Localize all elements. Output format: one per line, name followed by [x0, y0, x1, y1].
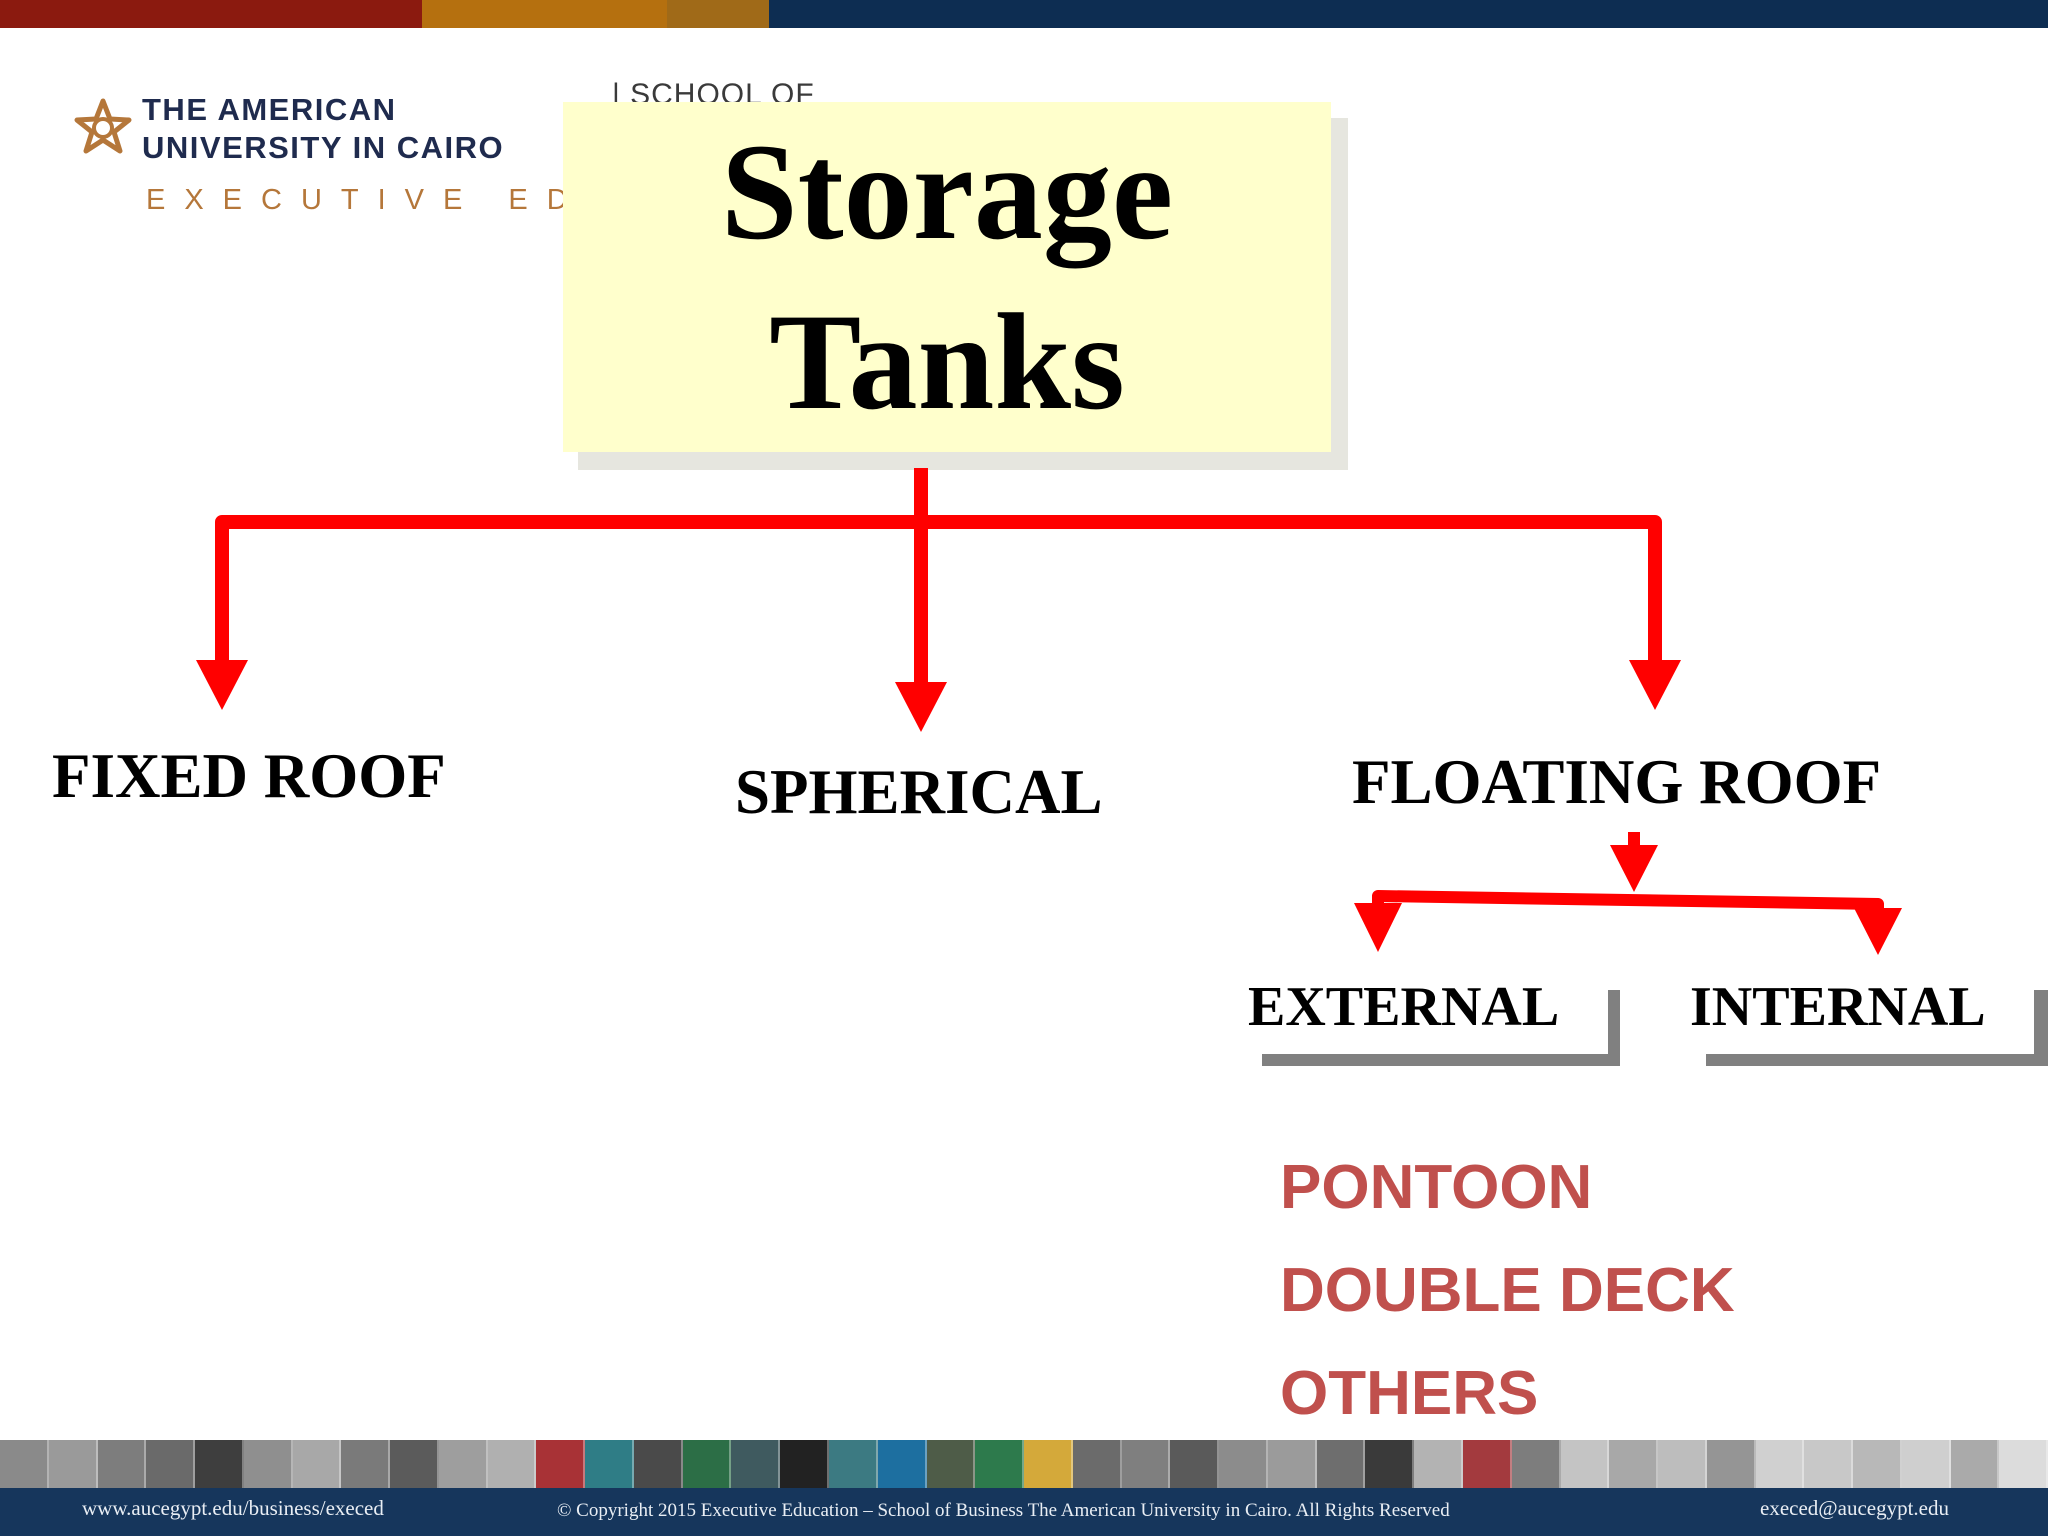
strip-tile: [633, 1440, 683, 1488]
strip-tile: [1024, 1440, 1073, 1488]
strip-tile: [1999, 1440, 2048, 1488]
strip-tile: [341, 1440, 391, 1488]
type-others: OTHERS: [1280, 1359, 1539, 1428]
top-bar-orange: [422, 0, 667, 28]
strip-tile: [1365, 1440, 1415, 1488]
logo-line-2: UNIVERSITY IN CAIRO: [142, 130, 505, 165]
strip-tile: [195, 1440, 244, 1488]
category-fixed-roof: FIXED ROOF: [52, 741, 446, 811]
title-line-2: Tanks: [769, 285, 1125, 438]
strip-tile: [0, 1440, 49, 1488]
strip-tile: [1316, 1440, 1366, 1488]
strip-tile: [48, 1440, 98, 1488]
type-double-deck: DOUBLE DECK: [1280, 1256, 1735, 1325]
strip-tile: [1219, 1440, 1268, 1488]
strip-tile: [146, 1440, 196, 1488]
strip-tile: [97, 1440, 147, 1488]
category-floating-roof: FLOATING ROOF: [1352, 747, 1882, 817]
footer-copyright: © Copyright 2015 Executive Education – S…: [557, 1500, 1450, 1521]
decorative-photo-strip: [0, 1440, 2048, 1488]
auc-star-emblem-icon: [74, 98, 132, 154]
top-color-bar: [0, 0, 2048, 28]
arrowhead-fixed-roof: [196, 660, 248, 710]
strip-tile: [926, 1440, 976, 1488]
strip-tile: [1462, 1440, 1512, 1488]
strip-tile: [1901, 1440, 1951, 1488]
strip-tile: [1658, 1440, 1707, 1488]
arrowhead-spherical: [895, 682, 947, 732]
arrowhead-external: [1354, 903, 1402, 952]
strip-tile: [243, 1440, 293, 1488]
logo-line-1: THE AMERICAN: [142, 92, 397, 127]
arrowhead-floating-down: [1610, 845, 1658, 892]
strip-tile: [1414, 1440, 1463, 1488]
strip-tile: [682, 1440, 732, 1488]
floating-horizontal: [1372, 890, 1884, 918]
strip-tile: [731, 1440, 781, 1488]
strip-tile: [1804, 1440, 1854, 1488]
arrowhead-floating-roof: [1629, 660, 1681, 710]
strip-tile: [292, 1440, 342, 1488]
strip-tile: [390, 1440, 439, 1488]
strip-tile: [1950, 1440, 2000, 1488]
top-bar-brown: [667, 0, 769, 28]
strip-tile: [1853, 1440, 1902, 1488]
diagram-arrows: [196, 468, 1902, 955]
strip-tile: [487, 1440, 537, 1488]
strip-tile: [1609, 1440, 1659, 1488]
strip-tile: [536, 1440, 586, 1488]
footer-email: execed@aucegypt.edu: [1760, 1496, 1949, 1520]
strip-tile: [1267, 1440, 1317, 1488]
strip-tile: [975, 1440, 1025, 1488]
type-pontoon: PONTOON: [1280, 1153, 1593, 1222]
strip-tile: [1706, 1440, 1756, 1488]
subtype-internal: INTERNAL: [1690, 976, 1986, 1038]
internal-bracket: [1706, 990, 2048, 1066]
strip-tile: [1121, 1440, 1171, 1488]
category-spherical: SPHERICAL: [735, 757, 1103, 827]
strip-tile: [438, 1440, 488, 1488]
strip-tile: [1755, 1440, 1805, 1488]
title-box: Storage Tanks: [563, 102, 1331, 452]
arrowhead-internal: [1854, 908, 1902, 955]
strip-tile: [1511, 1440, 1561, 1488]
title-line-1: Storage: [720, 115, 1174, 268]
footer-website: www.aucegypt.edu/business/execed: [82, 1496, 384, 1520]
top-bar-navy: [769, 0, 2048, 28]
top-bar-red: [0, 0, 422, 28]
footer-bar: www.aucegypt.edu/business/execed © Copyr…: [0, 1488, 2048, 1536]
internal-bracket-edge: [2034, 990, 2048, 1054]
strip-tile: [1170, 1440, 1220, 1488]
strip-tile: [829, 1440, 878, 1488]
horizontal-line: [215, 515, 1662, 666]
strip-tile: [585, 1440, 634, 1488]
strip-tile: [877, 1440, 927, 1488]
external-bracket: [1262, 990, 1620, 1066]
subtype-external: EXTERNAL: [1248, 976, 1560, 1038]
strip-tile: [780, 1440, 830, 1488]
strip-tile: [1072, 1440, 1122, 1488]
main-branch-connectors: [215, 468, 1662, 690]
strip-tile: [1560, 1440, 1610, 1488]
